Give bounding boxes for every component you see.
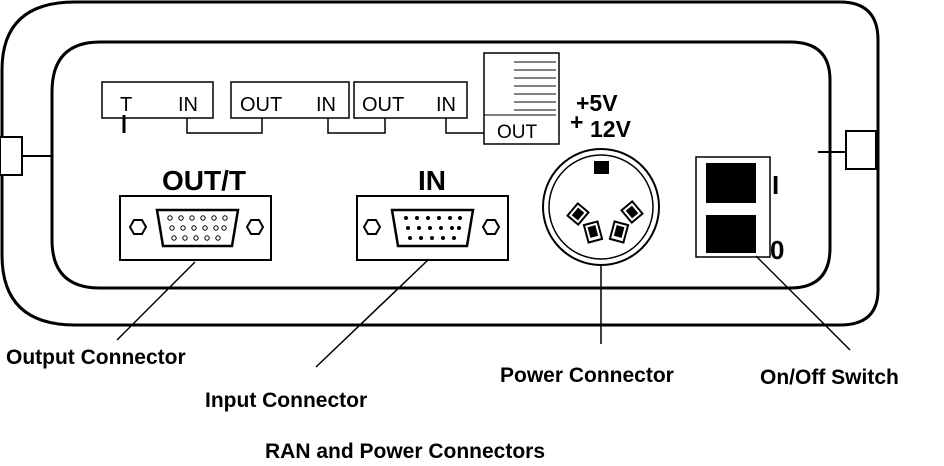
chain-box-2-in: IN	[316, 94, 336, 116]
callout-input-connector: Input Connector	[205, 389, 368, 412]
switch-off-symbol: 0	[770, 235, 784, 265]
voltage-5v: +5V	[576, 90, 618, 116]
psu-out-label: OUT	[497, 122, 538, 143]
chain-box-terminator-in: IN	[178, 94, 198, 116]
figure-caption: RAN and Power Connectors	[265, 440, 546, 463]
voltage-12v: 12V	[590, 116, 632, 142]
outer-housing	[0, 0, 880, 327]
psu-box: OUT	[483, 52, 560, 145]
chain-wire-3	[445, 118, 486, 134]
inner-panel	[50, 40, 832, 290]
input-callout-line	[315, 259, 429, 368]
chain-box-2: OUT IN	[230, 81, 350, 119]
left-side-tab	[0, 136, 23, 176]
chain-wire-2	[327, 118, 386, 134]
chain-wire-1	[186, 118, 263, 134]
chain-box-3-in: IN	[436, 94, 456, 116]
switch-on-symbol: I	[772, 170, 779, 200]
on-off-switch: I 0	[695, 156, 784, 265]
input-connector	[356, 195, 509, 261]
port-label-in: IN	[418, 165, 446, 196]
output-callout-line	[116, 261, 196, 341]
chain-box-3: OUT IN	[353, 81, 468, 119]
chain-box-2-out: OUT	[240, 94, 282, 116]
chain-box-terminator: T IN	[101, 81, 214, 133]
chain-box-terminator-t: T	[120, 94, 132, 116]
voltage-plus: +	[570, 109, 583, 135]
callout-on-off-switch: On/Off Switch	[760, 366, 899, 389]
right-side-tab	[845, 130, 877, 170]
power-connector	[542, 148, 660, 266]
switch-callout-line	[755, 255, 851, 351]
callout-output-connector: Output Connector	[6, 346, 186, 369]
output-connector	[119, 195, 272, 261]
callout-power-connector: Power Connector	[500, 364, 674, 387]
port-label-out-t: OUT/T	[162, 165, 246, 196]
chain-box-3-out: OUT	[362, 94, 404, 116]
